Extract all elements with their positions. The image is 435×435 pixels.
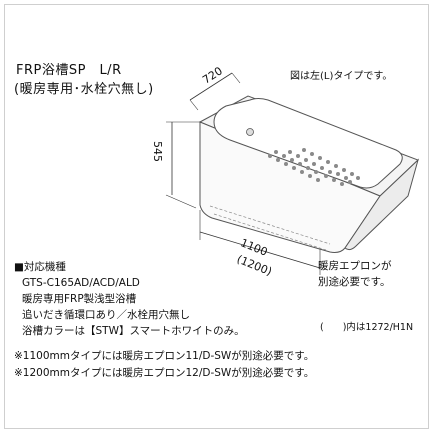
apron-note: 暖房エプロンが 別途必要です。 — [318, 258, 428, 290]
apron-note-line-1: 暖房エプロンが — [318, 260, 392, 272]
title-line-1: FRP浴槽SP L/R — [16, 63, 122, 78]
apron-note-line-2: 別途必要です。 — [318, 276, 391, 288]
paren-note: ( )内は1272/H1N — [320, 322, 414, 333]
footnote-1: ※1100mmタイプには暖房エプロン11/D-SWが別途必要です。 — [14, 350, 315, 362]
depth-dim-line — [189, 72, 233, 101]
spec-models: GTS-C165AD/ACD/ALD — [22, 277, 140, 289]
width-dim-line — [199, 231, 321, 269]
spec-line-3: 追いだき循環口あり／水栓用穴無し — [22, 309, 190, 321]
bathtub — [198, 95, 419, 253]
drain-icon — [246, 128, 254, 136]
footnote-2: ※1200mmタイプには暖房エプロン12/D-SWが別途必要です。 — [14, 367, 315, 379]
diagram-note: 図は左(L)タイプです。 — [290, 71, 393, 82]
tub-side-face — [344, 158, 419, 251]
tub-basin — [213, 98, 403, 189]
step-dots — [268, 148, 360, 186]
spec-line-2: 暖房専用FRP製浅型浴槽 — [22, 293, 137, 305]
dim-height: 545 — [151, 141, 164, 162]
tub-front-face — [199, 121, 381, 253]
image-frame — [4, 4, 429, 429]
title-line-2: (暖房専用･水栓穴無し) — [14, 82, 154, 97]
apron-outline — [209, 205, 331, 245]
spec-line-4: 浴槽カラーは【STW】スマートホワイトのみ。 — [22, 325, 245, 337]
spec-heading: ■対応機種 — [14, 261, 66, 273]
